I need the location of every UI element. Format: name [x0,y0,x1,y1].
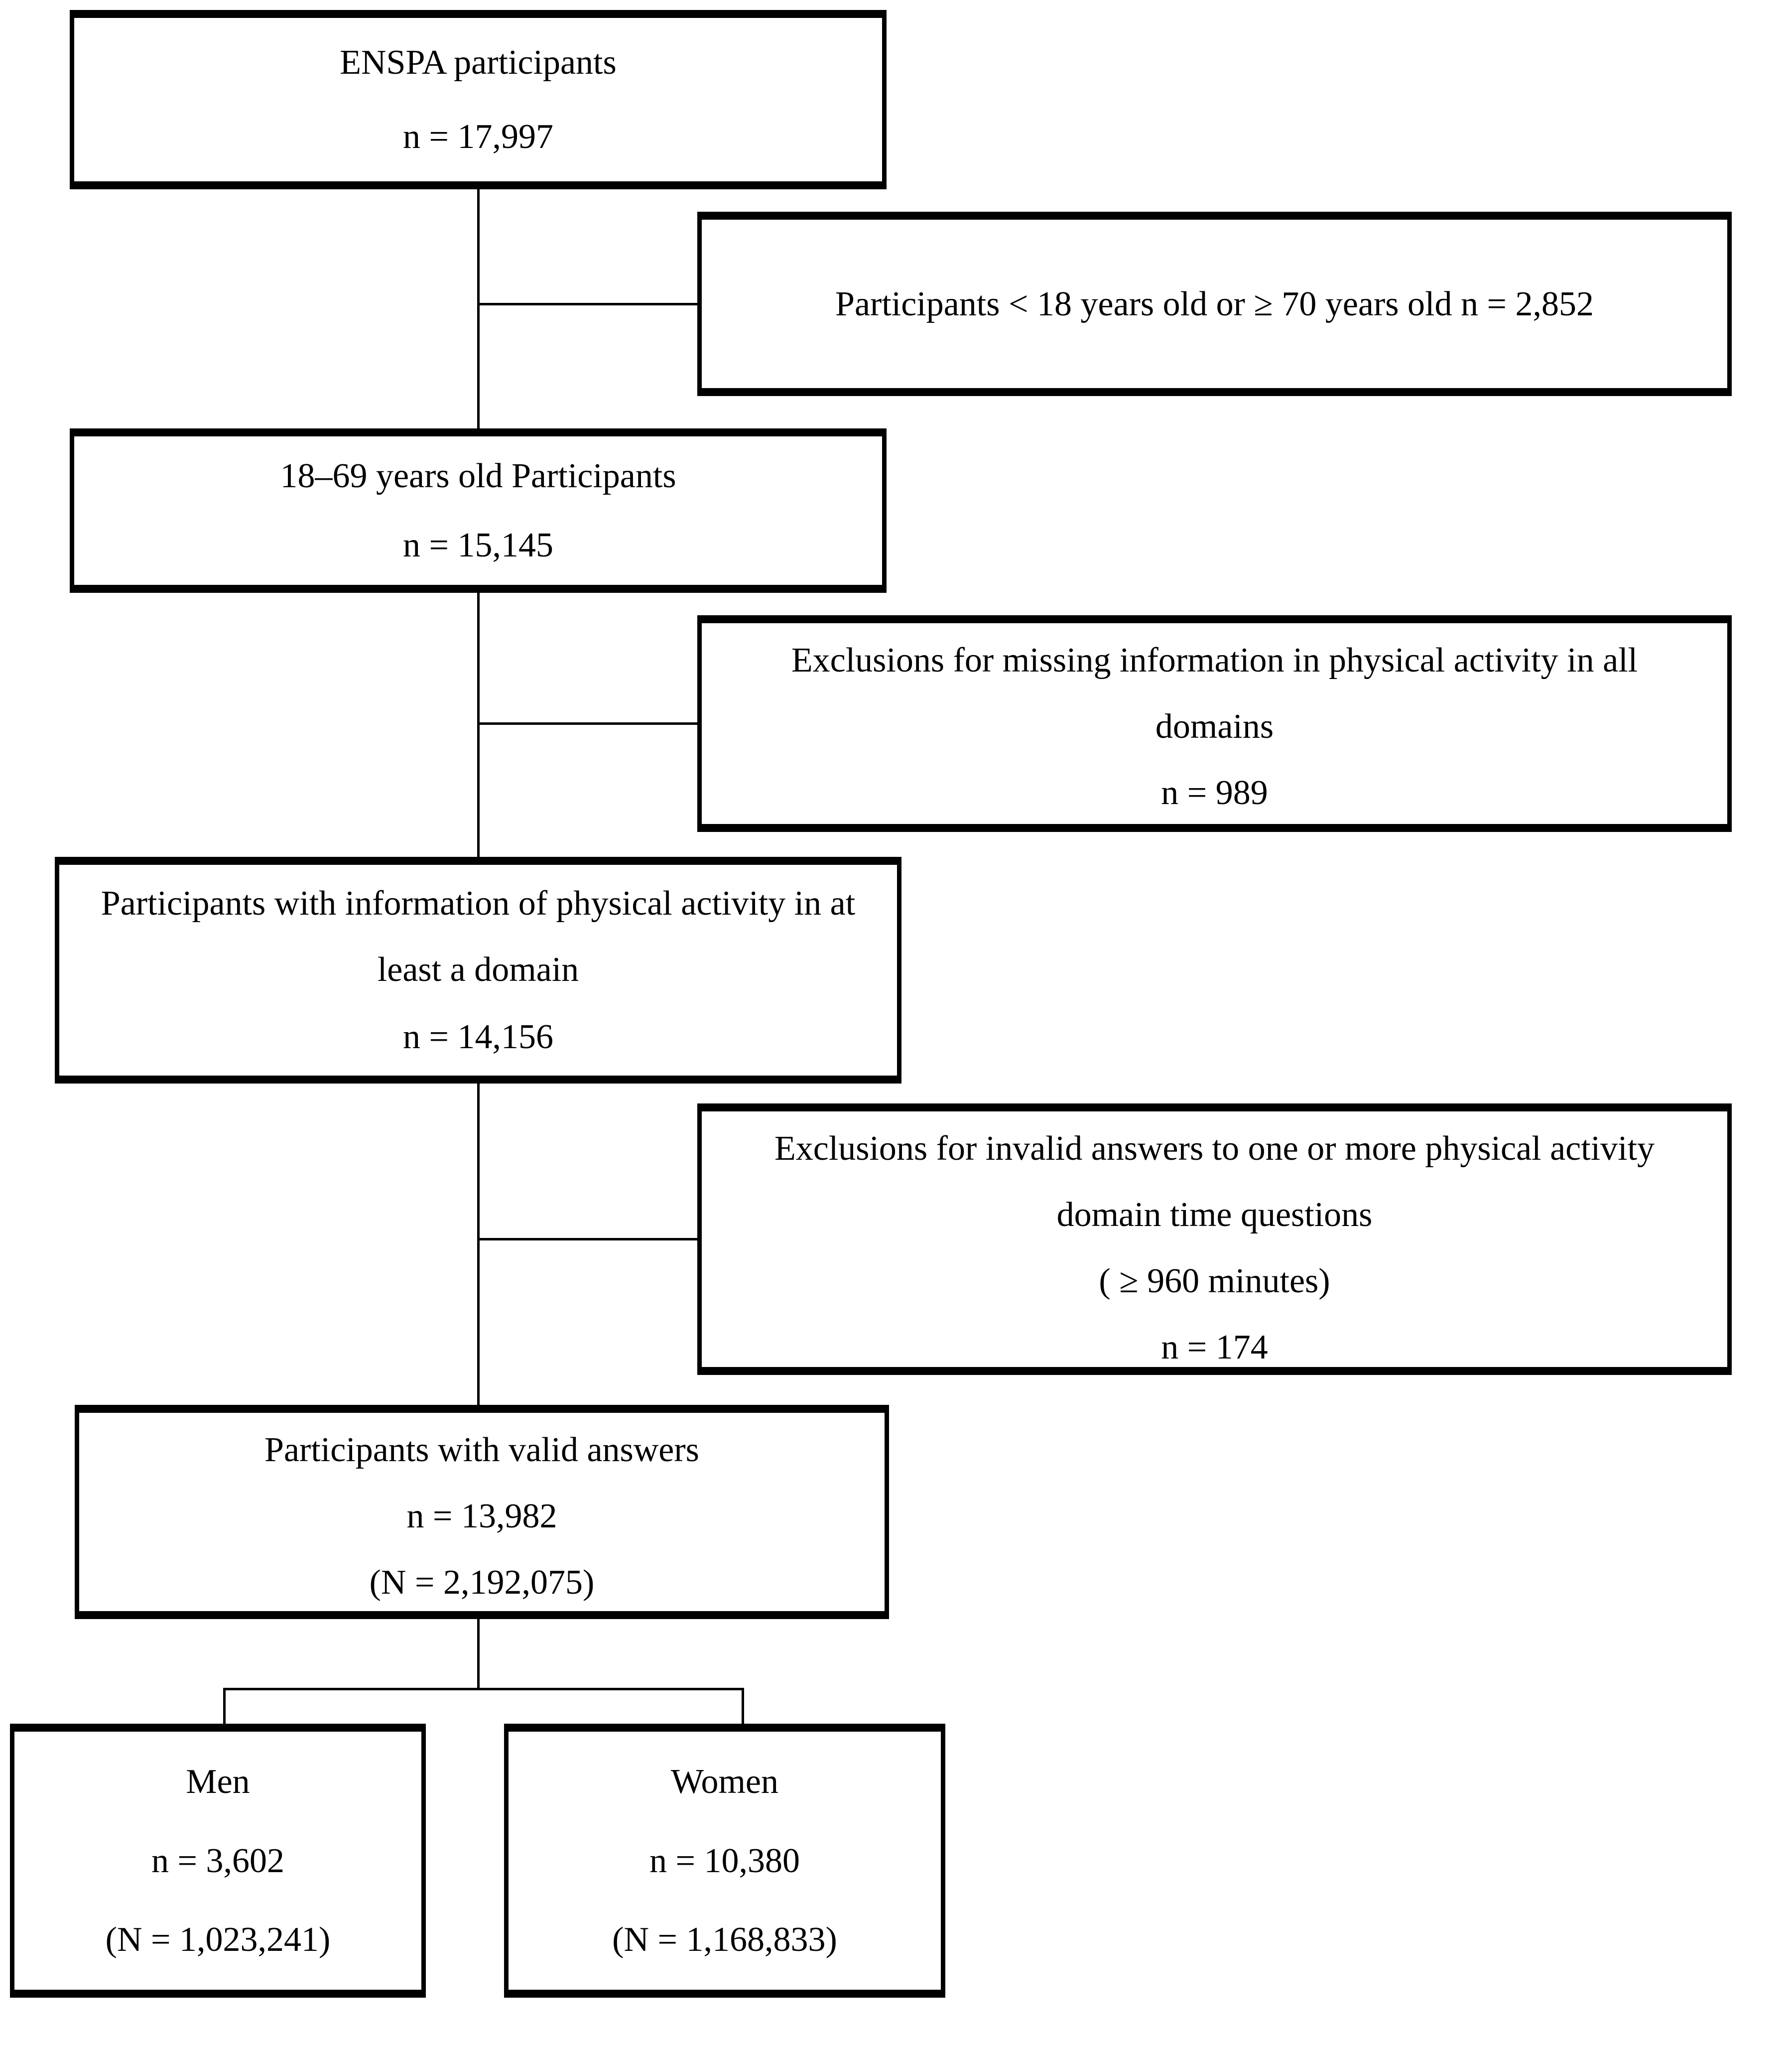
box-exclusion-invalid-count: n = 174 [1161,1328,1268,1366]
box-women-weighted-count: (N = 1,168,833) [612,1920,837,1959]
box-enspa-participants: ENSPA participants n = 17,997 [70,10,887,189]
connector-valid-to-split [477,1619,480,1690]
box-men: Men n = 3,602 (N = 1,023,241) [10,1724,426,1998]
box-domain-count: n = 14,156 [403,1018,553,1057]
box-valid-answers: Participants with valid answers n = 13,9… [75,1405,889,1619]
box-valid-count: n = 13,982 [406,1497,557,1535]
box-domain-title: Participants with information of physica… [101,884,856,989]
connector-age-to-domain [477,593,480,858]
box-age-title: 18–69 years old Participants [280,457,676,496]
box-exclusion-missing-count: n = 989 [1161,774,1268,812]
box-exclusion-missing-info: Exclusions for missing information in ph… [697,615,1732,832]
box-exclusion-age: Participants < 18 years old or ≥ 70 year… [697,212,1732,396]
box-valid-title: Participants with valid answers [264,1431,699,1469]
box-enspa-title: ENSPA participants [340,43,617,82]
box-age-18-69: 18–69 years old Participants n = 15,145 [70,428,887,593]
box-exclusion-missing-text: Exclusions for missing information in ph… [791,641,1638,746]
box-exclusion-invalid-text: Exclusions for invalid answers to one or… [774,1129,1655,1234]
box-men-count: n = 3,602 [151,1841,284,1880]
connector-domain-to-valid [477,1084,480,1406]
connector-drop-women [742,1688,744,1725]
box-valid-weighted-count: (N = 2,192,075) [369,1563,595,1602]
connector-enspa-to-age [477,189,480,429]
box-women-title: Women [671,1762,778,1801]
connector-drop-men [223,1688,226,1725]
connector-split-bar [223,1688,744,1690]
connector-branch-excl-age [477,303,697,305]
box-info-at-least-domain: Participants with information of physica… [55,857,901,1084]
box-exclusion-age-text: Participants < 18 years old or ≥ 70 year… [835,284,1594,323]
connector-branch-excl-invalid [477,1238,697,1240]
box-women-count: n = 10,380 [649,1841,800,1880]
box-exclusion-invalid-answers: Exclusions for invalid answers to one or… [697,1103,1732,1375]
connector-branch-excl-missing [477,722,697,725]
box-enspa-count: n = 17,997 [403,117,553,156]
box-exclusion-invalid-threshold: ( ≥ 960 minutes) [1099,1262,1330,1300]
box-age-count: n = 15,145 [403,526,553,564]
box-men-title: Men [186,1762,250,1801]
box-women: Women n = 10,380 (N = 1,168,833) [504,1724,945,1998]
box-men-weighted-count: (N = 1,023,241) [105,1920,331,1959]
